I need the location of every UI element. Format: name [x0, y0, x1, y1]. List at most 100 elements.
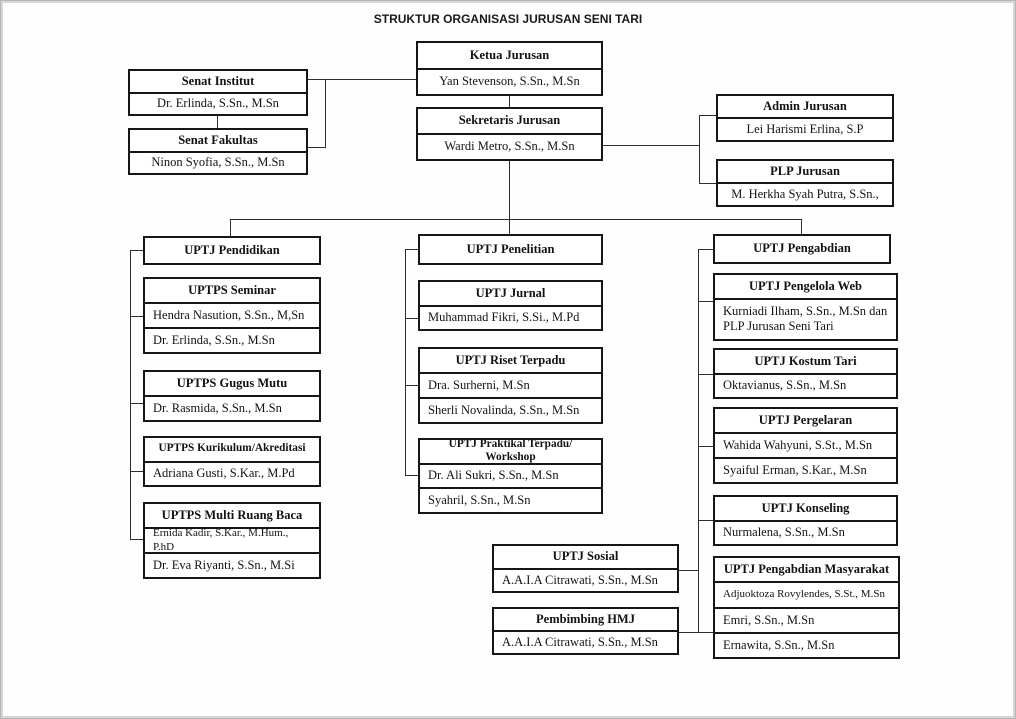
page-title: STRUKTUR ORGANISASI JURUSAN SENI TARI	[373, 12, 643, 26]
member-name: Hendra Nasution, S.Sn., M,Sn	[145, 302, 319, 327]
connector-line	[405, 249, 406, 476]
connector-line	[679, 570, 698, 571]
box-title: UPTJ Pendidikan	[184, 242, 280, 257]
member-name: Ninon Syofia, S.Sn., M.Sn	[130, 150, 306, 174]
box-title: Pembimbing HMJ	[536, 611, 635, 626]
member-name: Adjuoktoza Rovylendes, S.St., M.Sn	[715, 581, 898, 606]
connector-line	[405, 385, 418, 386]
org-box-uptj-pendidikan: UPTJ Pendidikan	[143, 236, 321, 265]
connector-line	[699, 115, 716, 116]
connector-line	[405, 249, 418, 250]
box-title: UPTJ Kostum Tari	[754, 353, 857, 368]
connector-line	[698, 374, 713, 375]
member-name: Dr. Eva Riyanti, S.Sn., M.Si	[145, 552, 319, 577]
connector-line	[699, 183, 716, 184]
connector-line	[509, 96, 510, 107]
connector-line	[698, 301, 713, 302]
member-name: Dr. Erlinda, S.Sn., M.Sn	[130, 91, 306, 115]
box-title: UPTPS Seminar	[188, 282, 276, 297]
member-name: Wahida Wahyuni, S.St., M.Sn	[715, 432, 896, 457]
box-title: UPTPS Gugus Mutu	[176, 375, 288, 390]
org-box-uptj-penelitian: UPTJ Penelitian	[418, 234, 603, 265]
connector-line	[230, 219, 802, 220]
box-title: UPTJ Penelitian	[466, 241, 555, 256]
box-title: UPTJ Pengabdian Masyarakat	[723, 562, 890, 576]
box-title: UPTJ Riset Terpadu	[455, 352, 566, 367]
member-name: Syahril, S.Sn., M.Sn	[420, 487, 601, 512]
connector-line	[130, 403, 143, 404]
box-title: UPTJ Pergelaran	[758, 412, 853, 427]
box-title: UPTJ Jurnal	[475, 285, 546, 300]
member-name: Dr. Erlinda, S.Sn., M.Sn	[145, 327, 319, 352]
connector-line	[217, 116, 218, 128]
org-box-pembimbing-hmj: Pembimbing HMJ A.A.I.A Citrawati, S.Sn., …	[492, 607, 679, 655]
org-box-uptj-pengabdian: UPTJ Pengabdian	[713, 234, 891, 264]
connector-line	[603, 145, 700, 146]
member-name: A.A.I.A Citrawati, S.Sn., M.Sn	[494, 567, 677, 592]
box-title: UPTJ Praktikal Terpadu/ Workshop	[448, 440, 573, 463]
connector-line	[230, 219, 231, 236]
box-title: Sekretaris Jurusan	[458, 113, 561, 128]
connector-line	[130, 250, 131, 540]
connector-line	[130, 471, 143, 472]
connector-line	[405, 475, 418, 476]
box-title: PLP Jurusan	[770, 163, 840, 178]
box-title: Admin Jurusan	[763, 98, 847, 113]
box-title: UPTPS Multi Ruang Baca	[161, 507, 303, 522]
connector-line	[130, 539, 143, 540]
member-name: Wardi Metro, S.Sn., M.Sn	[418, 133, 601, 159]
member-name: Ernida Kadir, S.Kar., M.Hum., P.hD	[145, 527, 319, 552]
connector-line	[698, 446, 713, 447]
connector-line	[325, 79, 326, 148]
member-name: Dr. Rasmida, S.Sn., M.Sn	[145, 395, 319, 420]
box-title: Senat Institut	[181, 73, 255, 88]
connector-line	[130, 250, 143, 251]
box-title: UPTJ Pengabdian	[753, 241, 851, 256]
connector-line	[679, 632, 713, 633]
connector-line	[308, 79, 416, 80]
connector-line	[699, 115, 700, 184]
box-title: UPTJ Konseling	[761, 500, 850, 515]
member-name: Syaiful Erman, S.Kar., M.Sn	[715, 457, 896, 482]
connector-line	[698, 520, 713, 521]
connector-line	[509, 219, 510, 234]
member-name: Nurmalena, S.Sn., M.Sn	[715, 519, 896, 545]
member-name: A.A.I.A Citrawati, S.Sn., M.Sn	[494, 630, 677, 653]
box-title: UPTPS Kurikulum/Akreditasi	[158, 442, 306, 455]
connector-line	[308, 147, 326, 148]
member-name: Sherli Novalinda, S.Sn., M.Sn	[420, 397, 601, 422]
member-name: Adriana Gusti, S.Kar., M.Pd	[145, 460, 319, 486]
org-chart: STRUKTUR ORGANISASI JURUSAN SENI TARI Ke…	[3, 3, 1013, 716]
member-name: Ernawita, S.Sn., M.Sn	[715, 631, 898, 657]
member-name: Dr. Ali Sukri, S.Sn., M.Sn	[420, 462, 601, 488]
connector-line	[801, 219, 802, 234]
box-title: UPTJ Sosial	[552, 549, 619, 564]
member-name: Lei Harismi Erlina, S.P	[718, 117, 892, 140]
member-name: Kurniadi Ilham, S.Sn., M.Sn dan PLP Juru…	[715, 297, 896, 339]
box-title: Senat Fakultas	[178, 132, 258, 147]
member-name: Yan Stevenson, S.Sn., M.Sn	[418, 67, 601, 95]
member-name: Dra. Surherni, M.Sn	[420, 372, 601, 397]
member-name: Emri, S.Sn., M.Sn	[715, 606, 898, 632]
connector-line	[509, 161, 510, 219]
connector-line	[405, 318, 418, 319]
box-title: UPTJ Pengelola Web	[749, 278, 862, 293]
